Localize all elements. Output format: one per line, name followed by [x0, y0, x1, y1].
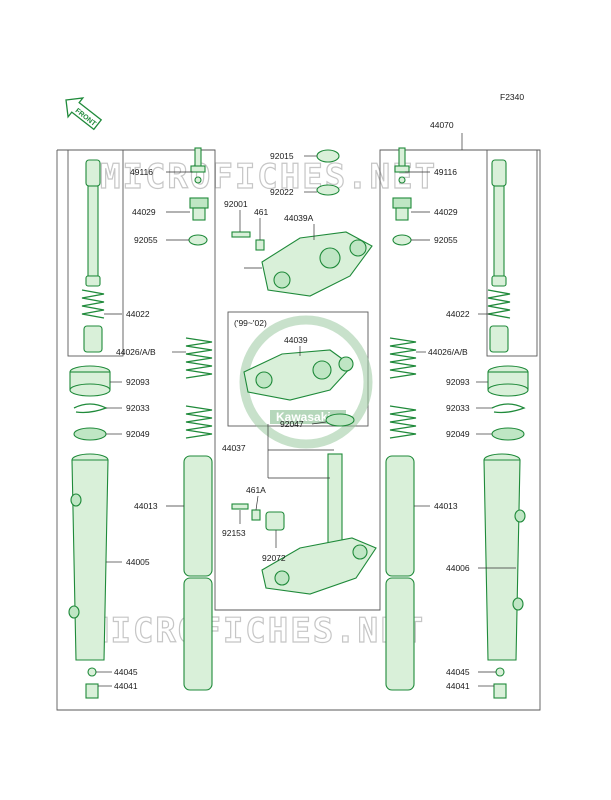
right-o-ring	[392, 234, 412, 246]
right-oil-seal	[491, 427, 525, 441]
callout-44026-right: 44026/A/B	[428, 347, 468, 357]
variant-triple-clamp	[243, 349, 354, 401]
callout-44026-left: 44026/A/B	[116, 347, 156, 357]
left-cap-bolt	[190, 147, 206, 184]
callout-92015: 92015	[270, 151, 294, 161]
callout-49116-right: 49116	[434, 167, 457, 177]
right-circlip	[491, 403, 526, 414]
callout-92093-right: 92093	[446, 377, 470, 387]
cable-guide	[265, 511, 285, 531]
callout-92047: 92047	[280, 419, 304, 429]
callout-44029-right: 44029	[434, 207, 458, 217]
left-oil-seal	[73, 427, 107, 441]
callout-44041-right: 44041	[446, 681, 470, 691]
left-damper-rod	[81, 159, 105, 353]
stem-bolt	[231, 503, 249, 510]
right-dust-seal	[487, 365, 529, 397]
left-fork-spring-lower	[185, 405, 213, 439]
watermark-bottom: MICROFICHES.NET	[88, 611, 425, 651]
stem-washer	[316, 184, 340, 196]
left-bottom-bolt	[85, 683, 99, 699]
stem-nut	[316, 149, 340, 163]
callout-92055-left: 92055	[134, 235, 158, 245]
callout-92049-right: 92049	[446, 429, 470, 439]
left-dust-seal	[69, 365, 111, 397]
figure-code: F2340	[500, 92, 524, 102]
front-arrow-icon: FRONT	[65, 97, 103, 131]
callout-92055-right: 92055	[434, 235, 458, 245]
svg-text:Kawasaki: Kawasaki	[276, 410, 331, 424]
callout-461A: 461A	[246, 485, 266, 495]
steering-stem	[261, 453, 377, 595]
callout-44045-right: 44045	[446, 667, 470, 677]
callout-44013-left: 44013	[134, 501, 158, 511]
callout-92049-left: 92049	[126, 429, 150, 439]
callout-92093-left: 92093	[126, 377, 150, 387]
callout-44039A: 44039A	[284, 213, 314, 223]
clamp-bolt	[231, 231, 251, 238]
left-outer-tube	[68, 453, 109, 661]
right-inner-tube	[385, 455, 415, 691]
right-fork-spring	[389, 337, 417, 379]
right-fork-internals-box	[486, 149, 538, 357]
right-washer	[495, 667, 505, 677]
left-inner-tube	[183, 455, 213, 691]
callout-92001: 92001	[224, 199, 248, 209]
callout-92033-left: 92033	[126, 403, 150, 413]
clamp-pin	[255, 239, 265, 251]
stem-pin	[251, 509, 261, 521]
left-circlip	[73, 403, 108, 414]
callout-49116-left: 49116	[130, 167, 153, 177]
left-o-ring	[188, 234, 208, 246]
callout-44022-right: 44022	[446, 309, 470, 319]
left-fork-internals-box	[67, 149, 124, 357]
callout-92153: 92153	[222, 528, 246, 538]
right-fork-spring-lower	[389, 405, 417, 439]
upper-triple-clamp	[261, 231, 373, 297]
left-washer	[87, 667, 97, 677]
watermark-top: MICROFICHES.NET	[100, 157, 437, 197]
callout-44022-left: 44022	[126, 309, 150, 319]
kawasaki-logo: Kawasaki	[239, 315, 373, 449]
callout-44005: 44005	[126, 557, 150, 567]
left-fork-cap	[189, 197, 209, 221]
callout-461: 461	[254, 207, 268, 217]
right-fork-cap	[392, 197, 412, 221]
variant-label: ('99~'02)	[234, 318, 267, 328]
callout-44041-left: 44041	[114, 681, 138, 691]
right-cap-bolt	[394, 147, 410, 184]
callout-44013-right: 44013	[434, 501, 458, 511]
right-damper-rod	[487, 159, 511, 353]
right-outer-tube	[483, 453, 526, 661]
callout-92033-right: 92033	[446, 403, 470, 413]
callout-92022: 92022	[270, 187, 294, 197]
callout-92072: 92072	[262, 553, 286, 563]
callout-44039: 44039	[284, 335, 308, 345]
leader-lines	[96, 155, 516, 687]
callout-44037: 44037	[222, 443, 246, 453]
callout-44045-left: 44045	[114, 667, 138, 677]
callout-44029-left: 44029	[132, 207, 156, 217]
callout-44070: 44070	[430, 120, 454, 130]
stem-bearing	[325, 413, 355, 427]
callout-44006: 44006	[446, 563, 470, 573]
left-fork-spring	[185, 337, 213, 379]
right-bottom-bolt	[493, 683, 507, 699]
